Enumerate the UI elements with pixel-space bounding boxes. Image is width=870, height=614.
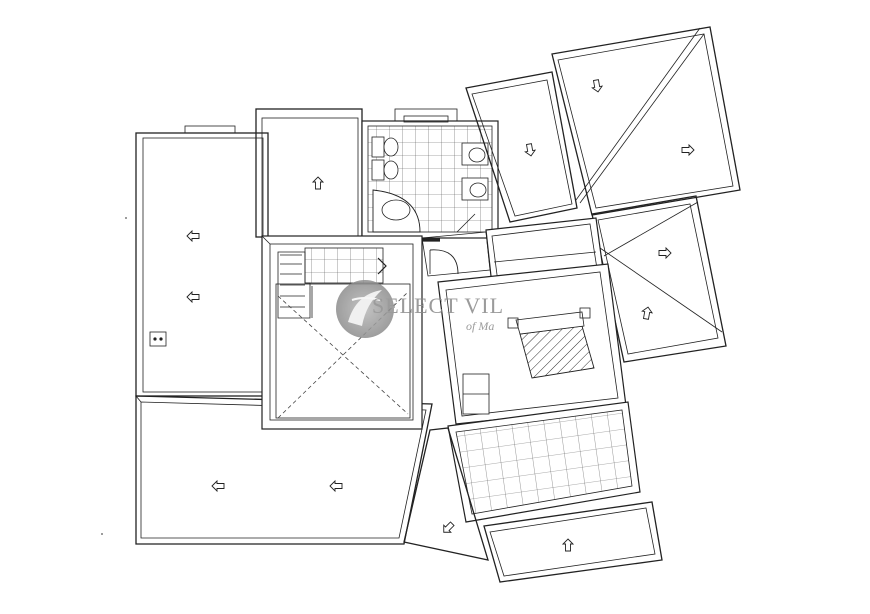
roof-panel-left [135,125,269,397]
slope-arrow-icon [681,144,695,156]
roof-panel-top-middle [255,108,363,238]
slope-arrow-icon [186,230,200,242]
watermark: SELECT VIL of Ma [336,280,504,338]
slope-arrow-icon [329,480,343,492]
slope-arrow-icon [312,176,324,190]
roof-panel-bottom-center [403,427,489,561]
roof-panel-bottom-right [483,501,663,583]
slope-arrow-icon [523,142,537,158]
corridor [421,231,491,277]
slope-arrow-icon [562,538,574,552]
roof-panel-top-right-a [465,71,578,223]
slope-arrow-icon [211,480,225,492]
slope-arrow-icon [439,519,457,537]
watermark-tagline: of Ma [466,319,494,333]
roof-panel-top-right-b [551,26,741,216]
slope-arrow-icon [186,291,200,303]
slope-arrow-icon [590,78,604,94]
terrace [447,401,641,523]
bathroom [361,108,499,239]
watermark-brand: SELECT VIL [372,293,504,318]
slope-arrow-icon [640,305,654,321]
stairwell [261,235,423,430]
bedroom [437,263,627,425]
slope-arrow-icon [658,247,672,259]
